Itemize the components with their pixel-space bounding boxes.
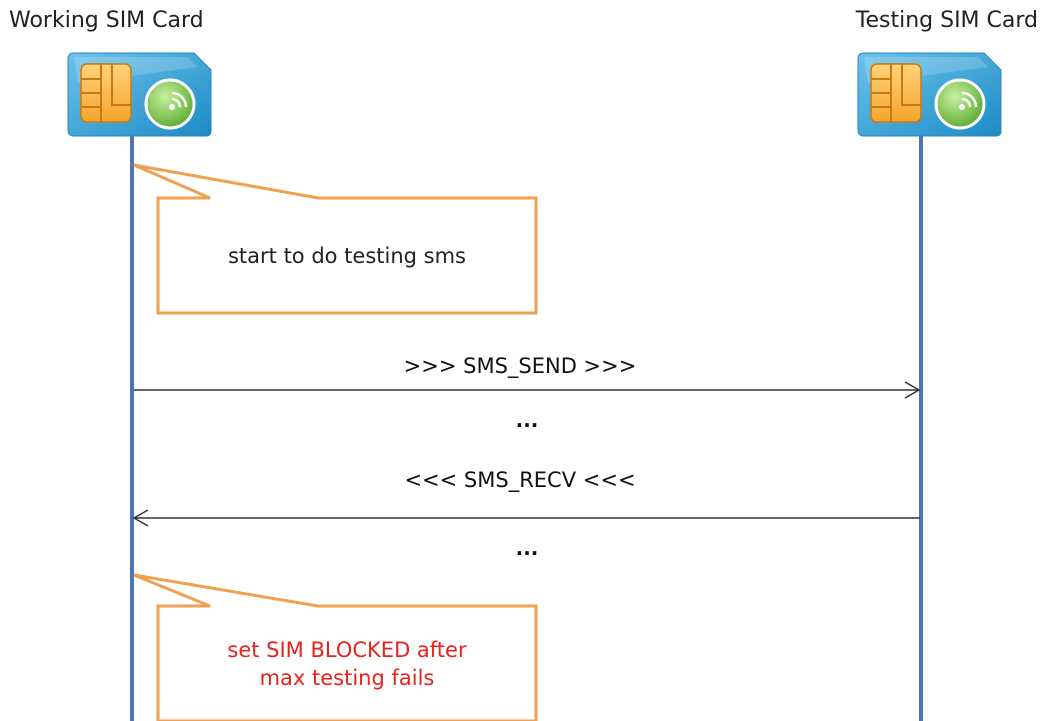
ellipsis-1: ... (515, 408, 539, 432)
note-text-1: start to do testing sms (227, 243, 466, 268)
participant-title-testing: Testing SIM Card (855, 8, 1038, 33)
sim-card-icon (857, 52, 1002, 137)
message-arrow-recv (132, 509, 920, 527)
note-callout-1 (133, 163, 538, 315)
sim-card-icon (67, 52, 212, 137)
participant-title-working: Working SIM Card (9, 8, 204, 33)
note-callout-2 (133, 573, 538, 721)
message-label-recv: <<< SMS_RECV <<< (404, 468, 636, 492)
message-label-send: >>> SMS_SEND >>> (403, 354, 637, 378)
message-arrow-send (134, 381, 921, 399)
note-text-2: set SIM BLOCKED after max testing fails (227, 637, 467, 690)
ellipsis-2: ... (515, 536, 539, 560)
